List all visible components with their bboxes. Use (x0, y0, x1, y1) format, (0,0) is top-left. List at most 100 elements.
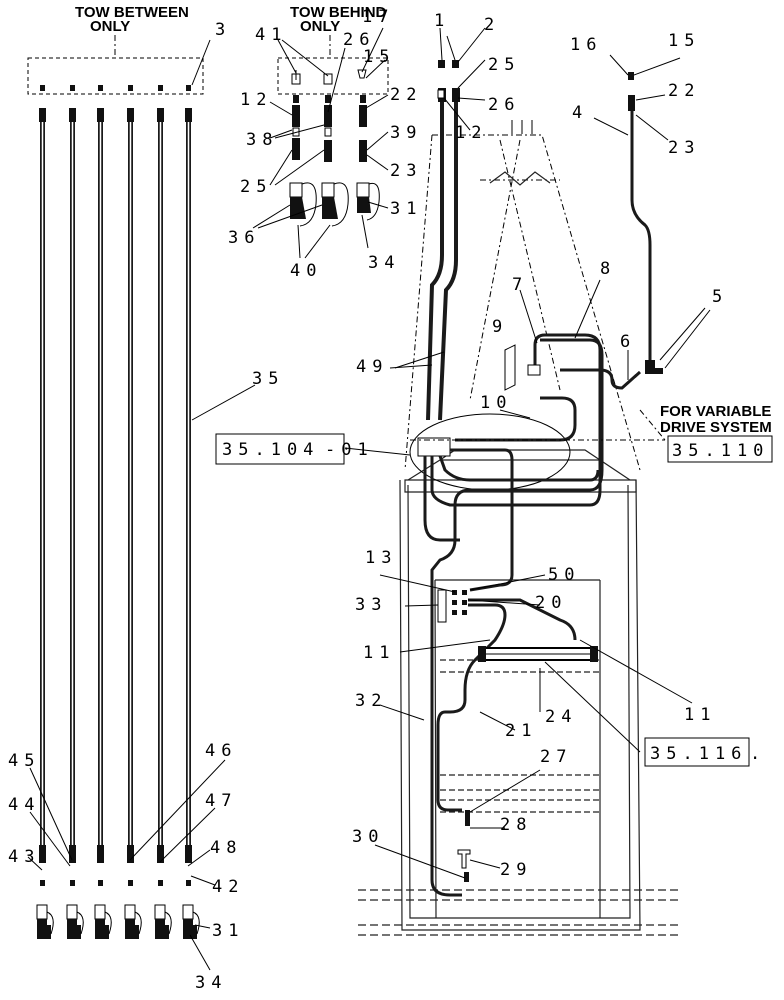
label-12-a: 12 (240, 90, 272, 110)
label-24: 24 (545, 707, 577, 727)
variable-drive-line1: FOR VARIABLE (660, 403, 771, 420)
label-11-a: 11 (363, 643, 395, 663)
coupler-1 (36, 904, 54, 939)
label-27: 27 (540, 747, 572, 767)
ref-35-116-label: 35.116 (650, 744, 747, 764)
tow-behind-label-line1: TOW BEHIND (290, 4, 387, 21)
variable-drive-line2: DRIVE SYSTEM (660, 419, 772, 436)
label-10: 10 (480, 393, 512, 413)
label-44: 44 (8, 795, 40, 815)
ref-35-104-label: 35.104 (222, 440, 319, 460)
long-hose-6 (185, 85, 192, 886)
label-15-b: 15 (668, 31, 700, 51)
label-22-a: 22 (390, 85, 422, 105)
label-12-b: 12 (455, 123, 487, 143)
part-labels: 3 35 45 44 43 46 47 48 42 31 34 41 26 17… (8, 7, 728, 993)
label-40: 40 (290, 261, 322, 281)
label-31-top: 31 (390, 199, 422, 219)
right-leaders (344, 27, 711, 879)
ref-box-35-110 (667, 435, 773, 463)
label-47: 47 (205, 791, 237, 811)
label-3: 3 (215, 20, 231, 40)
label-8: 8 (600, 259, 616, 279)
long-hose-3 (97, 85, 104, 886)
label-38: 38 (246, 130, 278, 150)
tow-behind-label-line2: ONLY (300, 18, 340, 35)
label-22-b: 22 (668, 81, 700, 101)
bottom-couplers (36, 904, 200, 939)
label-50: 50 (548, 565, 580, 585)
label-21: 21 (505, 721, 537, 741)
label-6: 6 (620, 332, 636, 352)
tow-between-label-line2: ONLY (90, 18, 130, 35)
ref-35-110-label: 35.110 (672, 441, 769, 461)
tow-behind-group: TOW BEHIND ONLY (252, 4, 389, 259)
machine-hoses (417, 60, 663, 897)
reference-boxes: 35.104 -01 35.110 35.116 . FOR VARIABLE … (215, 403, 773, 767)
label-25-a: 25 (240, 177, 272, 197)
label-45: 45 (8, 751, 40, 771)
label-46: 46 (205, 741, 237, 761)
long-hose-4 (127, 85, 134, 886)
label-15-a: 15 (363, 47, 395, 67)
label-42: 42 (212, 877, 244, 897)
label-36: 36 (228, 228, 260, 248)
coupler-3 (94, 904, 112, 939)
top-fitting-1 (438, 60, 445, 68)
short-hose-b (321, 73, 349, 227)
label-34-left: 34 (195, 973, 227, 993)
label-25-b: 25 (488, 55, 520, 75)
short-hose-c (356, 69, 380, 221)
ref-35-104-suffix: -01 (325, 440, 374, 460)
fitting-5 (645, 360, 663, 374)
left-leaders (27, 39, 256, 971)
long-hoses (39, 85, 192, 886)
label-31-left: 31 (212, 921, 244, 941)
label-33: 33 (355, 595, 387, 615)
long-hose-1 (39, 85, 46, 886)
label-28: 28 (500, 815, 532, 835)
label-13: 13 (365, 548, 397, 568)
label-17: 17 (362, 7, 394, 27)
coupler-5 (154, 904, 172, 939)
label-26-a: 26 (343, 30, 375, 50)
label-29: 29 (500, 860, 532, 880)
top-fitting-2 (452, 60, 459, 68)
tow-between-label-line1: TOW BETWEEN (75, 4, 189, 21)
label-9: 9 (492, 317, 508, 337)
long-hose-2 (69, 85, 76, 886)
ref-box-35-104 (215, 433, 345, 465)
label-2: 2 (484, 15, 500, 35)
label-23-a: 23 (390, 161, 422, 181)
tow-behind-box (277, 57, 389, 95)
label-20: 20 (535, 593, 567, 613)
label-1: 1 (434, 11, 450, 31)
label-34-top: 34 (368, 253, 400, 273)
label-39: 39 (390, 123, 422, 143)
label-7: 7 (512, 275, 528, 295)
ref-box-35-116 (644, 737, 750, 767)
coupler-4 (124, 904, 142, 939)
short-hose-a (289, 70, 317, 227)
label-35: 35 (252, 369, 284, 389)
label-11-b: 11 (684, 705, 716, 725)
machine-frame (358, 120, 680, 936)
long-hose-5 (157, 85, 164, 886)
label-4: 4 (572, 103, 588, 123)
label-41: 41 (255, 25, 287, 45)
label-16: 16 (570, 35, 602, 55)
label-26-b: 26 (488, 95, 520, 115)
label-49: 49 (356, 357, 388, 377)
label-23-b: 23 (668, 138, 700, 158)
tow-between-box (27, 57, 204, 95)
coupler-6 (182, 904, 200, 939)
coupler-2 (66, 904, 84, 939)
label-5: 5 (712, 287, 728, 307)
label-48: 48 (210, 838, 242, 858)
bracket-33 (437, 589, 447, 623)
tow-between-group: TOW BETWEEN ONLY (27, 4, 204, 95)
label-32: 32 (355, 691, 387, 711)
label-30: 30 (352, 827, 384, 847)
label-43: 43 (8, 847, 40, 867)
